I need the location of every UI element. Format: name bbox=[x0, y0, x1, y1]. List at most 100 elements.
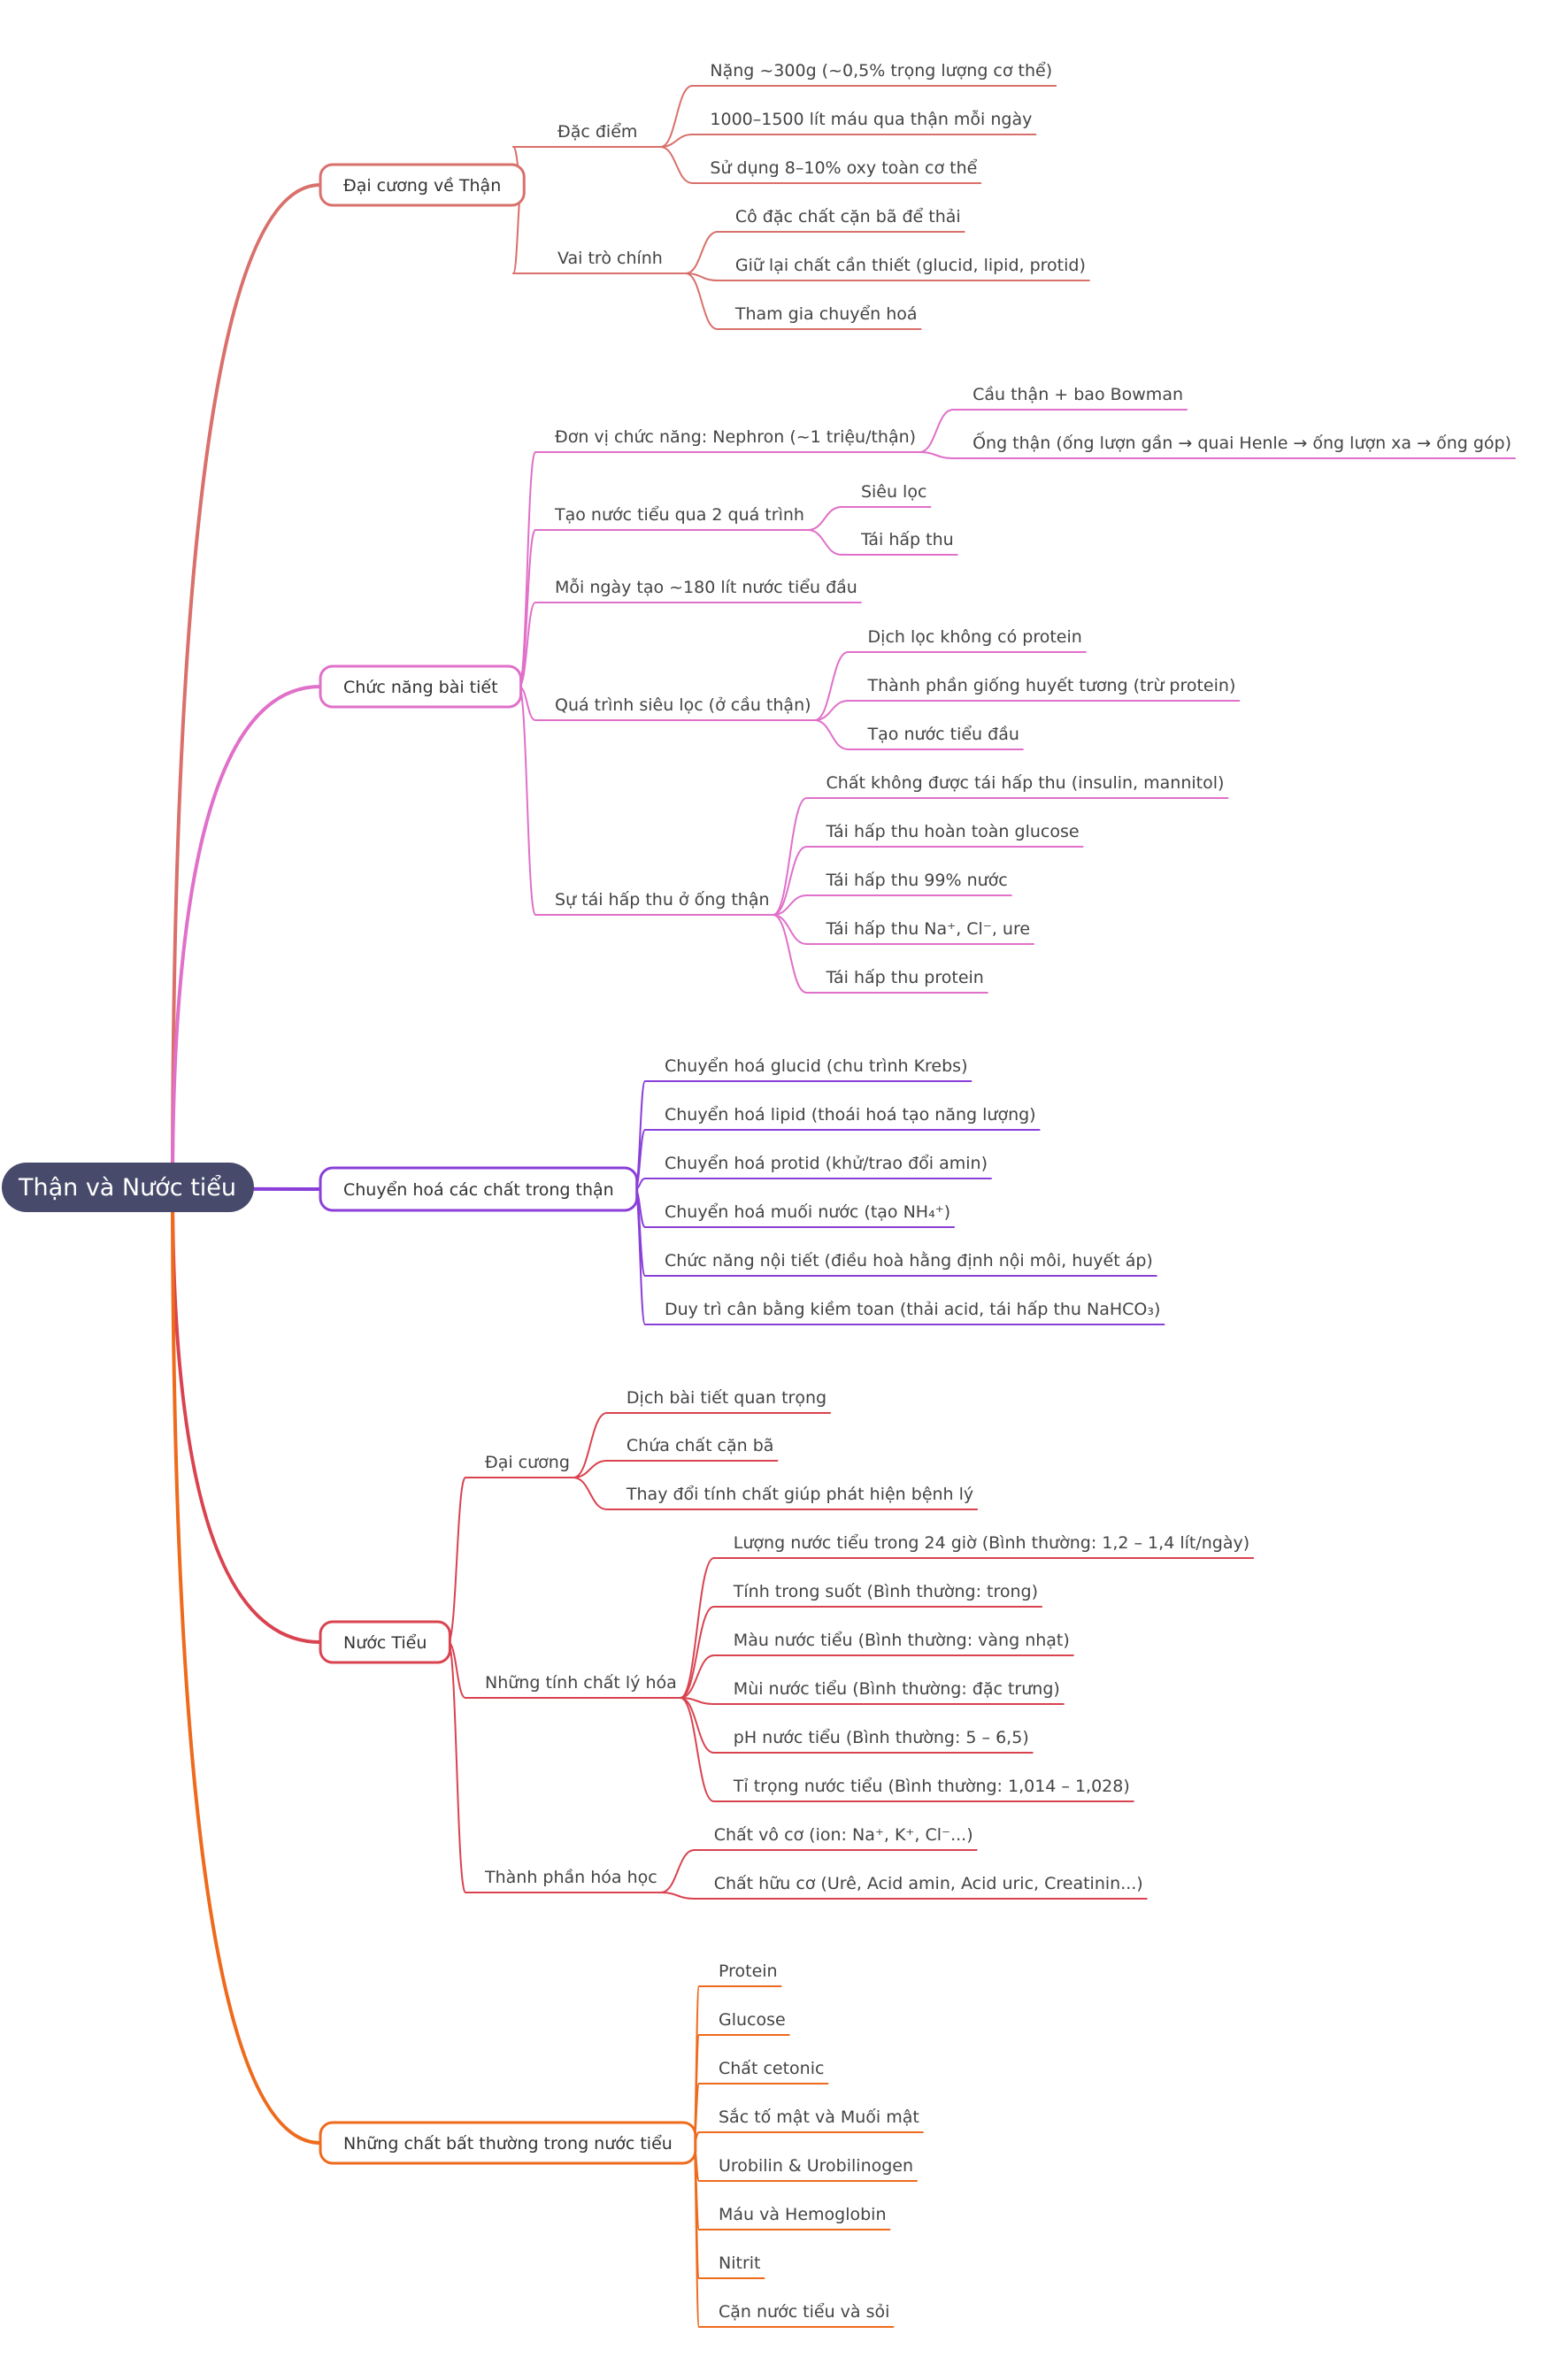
leaf-link-line bbox=[572, 1477, 608, 1510]
connector-lines bbox=[171, 85, 1516, 2328]
nodes: Đại cương về Thận Đặc điểm Nặng ~300g (~0,… bbox=[319, 61, 1511, 2322]
leaf-link-line bbox=[659, 1892, 696, 1900]
leaf-label: Giữ lại chất cần thiết (glucid, lipid, p… bbox=[735, 256, 1086, 275]
branch-node-box bbox=[319, 1166, 639, 1212]
branch-node[interactable]: Nước Tiểu bbox=[319, 1620, 451, 1664]
leaf-link-line bbox=[684, 273, 719, 330]
subtopic-label: Mỗi ngày tạo ~180 lít nước tiểu đầu bbox=[555, 577, 857, 597]
leaf-link-line bbox=[813, 719, 850, 750]
leaf-link-line bbox=[813, 700, 850, 721]
root-node-box bbox=[2, 1163, 254, 1212]
branch-node-box bbox=[319, 664, 523, 709]
subtopic-label: Đơn vị chức năng: Nephron (~1 triệu/thận… bbox=[555, 427, 916, 447]
leaf-link-line bbox=[679, 1697, 715, 1754]
subtopic-label: Đặc điểm bbox=[557, 122, 637, 142]
leaf-link-line bbox=[813, 651, 850, 721]
branch-trunk-line bbox=[171, 685, 321, 1188]
leaf-link-line bbox=[684, 231, 719, 274]
subtopic-label: Sự tái hấp thu ở ống thận bbox=[555, 890, 770, 910]
leaf-link-line bbox=[772, 914, 808, 994]
leaf-label: Tạo nước tiểu đầu bbox=[867, 725, 1019, 744]
subtopic-label: Vai trò chính bbox=[557, 249, 663, 268]
leaf-link-line bbox=[772, 894, 808, 916]
leaf-label: Chuyển hoá lipid (thoái hoá tạo năng lượ… bbox=[665, 1105, 1036, 1125]
leaf-label: Tái hấp thu hoàn toàn glucose bbox=[826, 822, 1080, 841]
leaf-link-line bbox=[679, 1606, 715, 1699]
leaf-link-line bbox=[772, 914, 808, 945]
leaf-label: Chất không được tái hấp thu (insulin, ma… bbox=[826, 773, 1225, 793]
leaf-link-line bbox=[806, 506, 842, 531]
leaf-label: Lượng nước tiểu trong 24 giờ (Bình thườn… bbox=[734, 1533, 1249, 1553]
leaf-link-line bbox=[659, 146, 694, 184]
branch-node[interactable]: Đại cương về Thận bbox=[319, 163, 526, 207]
leaf-label: Protein bbox=[719, 1962, 778, 1981]
leaf-label: Tham gia chuyển hoá bbox=[734, 304, 918, 324]
branch-node-label: Nước Tiểu bbox=[343, 1633, 427, 1653]
leaf-link-line bbox=[572, 1412, 608, 1478]
leaf-label: Chuyển hoá glucid (chu trình Krebs) bbox=[665, 1056, 967, 1076]
branch-node[interactable]: Những chất bất thường trong nước tiểu bbox=[319, 2121, 697, 2165]
leaf-label: pH nước tiểu (Bình thường: 5 – 6,5) bbox=[734, 1728, 1029, 1747]
leaf-label: Tỉ trọng nước tiểu (Bình thường: 1,014 –… bbox=[733, 1777, 1130, 1796]
branch-node[interactable]: Chuyển hoá các chất trong thận bbox=[319, 1166, 639, 1212]
branch-trunk-line bbox=[171, 1186, 321, 2145]
branch-link-line bbox=[447, 1641, 466, 1893]
leaf-label: Tái hấp thu protein bbox=[826, 968, 984, 987]
leaf-label: Sử dụng 8–10% oxy toàn cơ thể bbox=[710, 158, 977, 178]
leaf-label: 1000–1500 lít máu qua thận mỗi ngày bbox=[710, 109, 1032, 129]
leaf-label: Chức năng nội tiết (điều hoà hằng định n… bbox=[665, 1250, 1153, 1271]
leaf-link-line bbox=[659, 1849, 696, 1893]
leaf-label: Chất cetonic bbox=[719, 2059, 824, 2078]
leaf-label: Tái hấp thu 99% nước bbox=[826, 871, 1008, 890]
leaf-link-line bbox=[679, 1557, 715, 1699]
leaf-label: Thay đổi tính chất giúp phát hiện bệnh l… bbox=[626, 1485, 973, 1504]
root-node-label: Thận và Nước tiểu bbox=[18, 1174, 236, 1202]
leaf-label: Chất vô cơ (ion: Na⁺, K⁺, Cl⁻...) bbox=[714, 1825, 973, 1845]
leaf-label: Thành phần giống huyết tương (trừ protei… bbox=[867, 676, 1236, 695]
leaf-label: Duy trì cân bằng kiềm toan (thải acid, t… bbox=[665, 1299, 1160, 1319]
branch-node[interactable]: Chức năng bài tiết bbox=[319, 664, 523, 709]
branch-node-label: Đại cương về Thận bbox=[343, 176, 501, 196]
leaf-label: Ống thận (ống lượn gần → quai Henle → ốn… bbox=[973, 430, 1511, 453]
leaf-link-line bbox=[772, 797, 808, 916]
subtopic-label: Thành phần hóa học bbox=[484, 1868, 657, 1887]
leaf-link-line bbox=[919, 409, 955, 453]
leaf-label: Nặng ~300g (~0,5% trọng lượng cơ thể) bbox=[710, 61, 1052, 81]
leaf-link-line bbox=[772, 846, 808, 916]
leaf-label: Urobilin & Urobilinogen bbox=[719, 2156, 913, 2176]
leaf-link-line bbox=[679, 1697, 715, 1802]
leaf-label: Siêu lọc bbox=[861, 482, 926, 502]
branch-node-label: Những chất bất thường trong nước tiểu bbox=[343, 2134, 673, 2154]
leaf-link-line bbox=[659, 134, 694, 148]
branch-link-line bbox=[518, 686, 536, 916]
leaf-label: Dịch bài tiết quan trọng bbox=[627, 1388, 826, 1408]
branch-link-line bbox=[447, 1477, 466, 1643]
leaf-label: Chất hữu cơ (Urê, Acid amin, Acid uric, … bbox=[714, 1874, 1143, 1893]
branch-trunk-line bbox=[171, 183, 321, 1188]
leaf-label: Tái hấp thu bbox=[860, 530, 954, 549]
leaf-label: Chứa chất cặn bã bbox=[627, 1436, 774, 1455]
leaf-link-line bbox=[679, 1654, 715, 1699]
branch-node-label: Chức năng bài tiết bbox=[343, 678, 498, 697]
branch-node-box bbox=[319, 163, 526, 207]
leaf-label: Máu và Hemoglobin bbox=[719, 2205, 887, 2224]
leaf-label: Mùi nước tiểu (Bình thường: đặc trưng) bbox=[734, 1679, 1060, 1699]
subtopic-label: Những tính chất lý hóa bbox=[485, 1673, 677, 1693]
leaf-label: Cô đặc chất cặn bã để thải bbox=[735, 207, 961, 226]
leaf-label: Chuyển hoá protid (khử/trao đổi amin) bbox=[665, 1154, 988, 1173]
leaf-label: Cầu thận + bao Bowman bbox=[973, 385, 1183, 404]
subtopic-label: Tạo nước tiểu qua 2 quá trình bbox=[554, 505, 804, 525]
leaf-label: Màu nước tiểu (Bình thường: vàng nhạt) bbox=[734, 1631, 1070, 1650]
leaf-link-line bbox=[572, 1460, 608, 1478]
leaf-link-line bbox=[806, 529, 842, 556]
leaf-label: Tính trong suốt (Bình thường: trong) bbox=[733, 1582, 1038, 1601]
branch-node-box bbox=[319, 1620, 451, 1664]
root-node[interactable]: Thận và Nước tiểu bbox=[2, 1163, 254, 1212]
leaf-label: Dịch lọc không có protein bbox=[868, 627, 1082, 647]
leaf-link-line bbox=[659, 85, 694, 148]
subtopic-label: Đại cương bbox=[485, 1453, 570, 1472]
leaf-label: Glucose bbox=[719, 2010, 786, 2030]
leaf-label: Cặn nước tiểu và sỏi bbox=[719, 2302, 889, 2322]
branch-trunk-line bbox=[171, 1186, 321, 1644]
